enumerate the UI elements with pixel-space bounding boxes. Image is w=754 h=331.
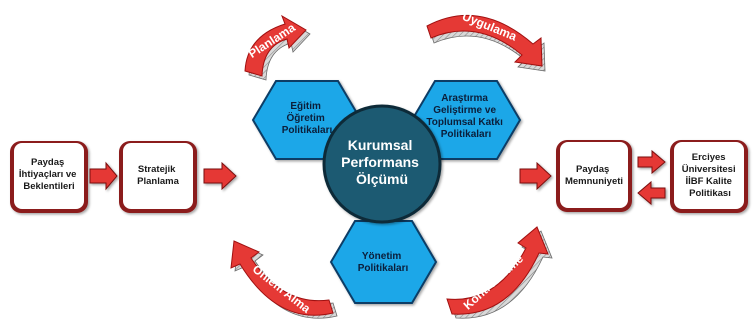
cycle-arrow-planlama: Planlama — [244, 14, 311, 81]
box-paydas-ihtiyaclari: Paydaş İhtiyaçları ve Beklentileri — [10, 141, 88, 213]
hexagon-yonetim-label: Yönetim Politikaları — [358, 251, 409, 274]
arrow-left-1 — [89, 161, 118, 191]
box-stratejik-planlama-label: Stratejik Planlama — [137, 164, 179, 187]
arrow-right-1 — [519, 161, 552, 191]
box-paydas-memnuniyeti-label: Paydaş Memnuniyeti — [565, 164, 623, 187]
hexagon-arastirma-label: Araştırma Geliştirme ve Toplumsal Katkı … — [426, 93, 505, 140]
hexagon-yonetim: Yönetim Politikaları — [329, 220, 438, 304]
arrow-right-to-erciyes — [637, 149, 666, 175]
arrow-left-2 — [203, 161, 237, 191]
box-erciyes-kalite-label: Erciyes Üniversitesi İİBF Kalite Politik… — [682, 152, 739, 199]
box-stratejik-planlama: Stratejik Planlama — [119, 141, 197, 213]
hexagon-egitim-label: Eğitim Öğretim Politikaları — [282, 101, 333, 136]
hexagon-arastirma: Araştırma Geliştirme ve Toplumsal Katkı … — [410, 80, 522, 160]
box-paydas-memnuniyeti: Paydaş Memnuniyeti — [556, 140, 632, 212]
box-paydas-ihtiyaclari-label: Paydaş İhtiyaçları ve Beklentileri — [19, 157, 79, 192]
box-erciyes-kalite: Erciyes Üniversitesi İİBF Kalite Politik… — [670, 140, 748, 213]
arrow-erciyes-to-left — [637, 180, 666, 206]
cycle-arrow-uygulama: Uygulama — [426, 9, 546, 72]
center-circle: Kurumsal Performans Ölçümü — [322, 104, 442, 224]
center-label: Kurumsal Performans Ölçümü — [341, 137, 423, 187]
cycle-arrow-kontrol: Kontrol Etme — [446, 226, 553, 319]
cycle-arrow-onlem: Önlem Alma — [230, 240, 338, 319]
